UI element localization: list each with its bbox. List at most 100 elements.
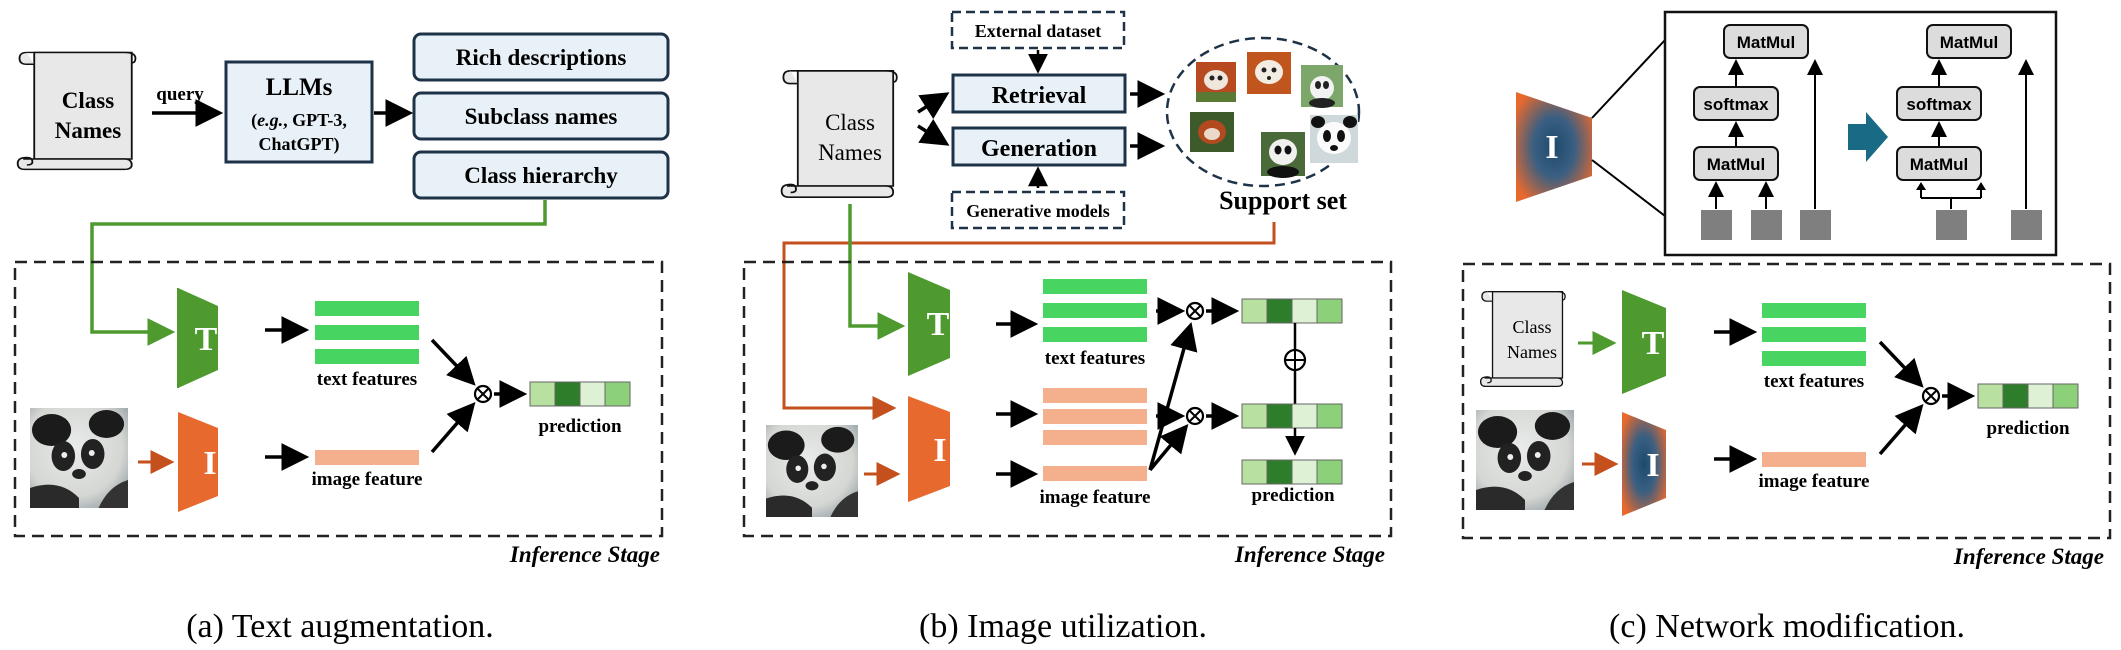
prediction-vector-b [1241,459,1343,485]
inference-stage-label-b: Inference Stage [1234,542,1385,567]
names-to-retrieval-arrow [917,92,950,119]
query-label: query [156,84,204,105]
generative-models-label: Generative models [966,201,1109,221]
support-route-arrow [782,222,1276,420]
external-dataset-label: External dataset [975,21,1101,41]
attn-after-split-heads [1916,182,1986,190]
attn-after-split [1920,184,1982,209]
caption-b: (b) Image utilization. [919,608,1207,645]
zoom-line-top [1591,39,1666,119]
text-feature-bar-1 [315,301,419,316]
text-feature-bar-b-2 [1043,303,1147,318]
prediction-label-c: prediction [1986,418,2069,439]
image-feature-to-product-top-arrow [1148,321,1198,471]
text-encoder-label: T [195,321,218,358]
text-route-arrow [90,200,547,346]
attn-before-matmul-top-label: MatMul [1737,33,1796,52]
class-hierarchy-box [412,150,670,200]
class-names-line2: Names [55,118,121,143]
caption-a: (a) Text augmentation. [186,608,494,645]
llm-box [224,60,374,164]
text-encoder-b [908,272,950,376]
llm-examples-line2: ChatGPT) [259,134,340,155]
class-names-b-line1: Class [825,110,875,135]
text-feature-bar-c-2 [1762,327,1866,342]
attn-before-matmul-top [1723,24,1809,59]
image-encoder-b-label: I [933,432,946,469]
text-route-arrow-b [848,204,906,340]
attn-after-softmax-label: softmax [1906,95,1972,114]
product-operator-c-cross [1924,389,1938,403]
retrieval-box [951,73,1127,114]
panda-image-b [766,425,858,517]
attn-after-matmul-bottom [1896,146,1982,181]
text-encoder-c-label: T [1642,325,1665,362]
support-feature-bar-2 [1043,409,1147,424]
text-to-product-arrow-c [1878,340,1924,388]
support-feature-bar-3 [1043,430,1147,445]
image-encoder-label: I [203,445,216,482]
text-feature-bar-3 [315,349,419,364]
panel-b-image-utilization: Class Names External dataset Retrieval G… [742,10,1393,645]
panda-image [30,408,128,508]
image-feature-bar-c [1762,452,1866,467]
class-names-c-line2: Names [1507,342,1557,362]
inference-stage-label: Inference Stage [509,542,660,567]
llm-examples-line1: (e.g., GPT-3, [251,110,347,131]
prediction-label-b: prediction [1251,485,1334,506]
support-image-panda-3 [1310,115,1358,163]
panel-c-network-modification: I MatMul softmax MatMul MatMul softmax M… [1461,10,2112,645]
support-logits-vector [1241,403,1343,429]
names-to-generation-arrow [917,119,950,146]
attn-after-qk [1936,210,1967,240]
image-encoder-b [908,396,950,502]
image-feature-bar-b [1043,466,1147,481]
class-names-c-line1: Class [1512,317,1551,337]
prediction-label: prediction [538,416,621,437]
support-image-panda-2 [1261,132,1305,178]
class-names-line1: Class [62,88,114,113]
attn-after-matmul-top-label: MatMul [1940,33,1999,52]
product-operator-b-2-cross [1188,409,1202,423]
class-hierarchy-label: Class hierarchy [464,163,618,188]
image-to-product-arrow-c [1878,404,1924,456]
text-encoder [178,288,218,388]
attn-after-matmul-bottom-label: MatMul [1910,155,1969,174]
attn-after-softmax [1896,86,1982,121]
image-encoder-shape [178,412,218,512]
image-to-product-arrow [430,402,476,454]
modification-arrow-icon [1848,112,1888,162]
attn-before-v [1800,210,1831,240]
text-logits-vector [1241,298,1343,324]
text-feature-bar-b-3 [1043,327,1147,342]
support-image-red-panda-3 [1190,112,1234,152]
sum-operator-plus [1285,350,1305,370]
llm-title: LLMs [266,74,333,101]
attn-before-matmul-bottom-label: MatMul [1707,155,1766,174]
attn-before-matmul-bottom [1693,146,1779,181]
inference-stage-box-c [1461,262,2112,540]
image-feature-label: image feature [312,469,423,490]
text-encoder-b-label: T [927,306,950,343]
rich-descriptions-box [412,32,670,82]
caption-c: (c) Network modification. [1609,608,1965,645]
prediction-vector-c [1977,383,2079,409]
support-feature-bar-1 [1043,388,1147,403]
retrieval-label: Retrieval [992,83,1087,109]
generation-box [951,126,1127,167]
class-names-b-line2: Names [818,140,882,165]
support-image-red-panda-2 [1247,52,1291,94]
attn-before-k [1751,210,1782,240]
text-features-label-c: text features [1764,371,1864,392]
support-image-panda-tree [1301,65,1343,108]
image-feature-to-product-bottom-arrow [1148,423,1189,472]
external-dataset-box [950,10,1126,50]
zoom-line-bottom [1591,159,1666,217]
product-operator-b-1-cross [1188,304,1202,318]
modified-image-encoder [1622,412,1666,516]
product-operator-cross [476,387,490,401]
subclass-names-label: Subclass names [465,104,618,129]
text-feature-bar-b-1 [1043,279,1147,294]
text-feature-bar-2 [315,325,419,340]
